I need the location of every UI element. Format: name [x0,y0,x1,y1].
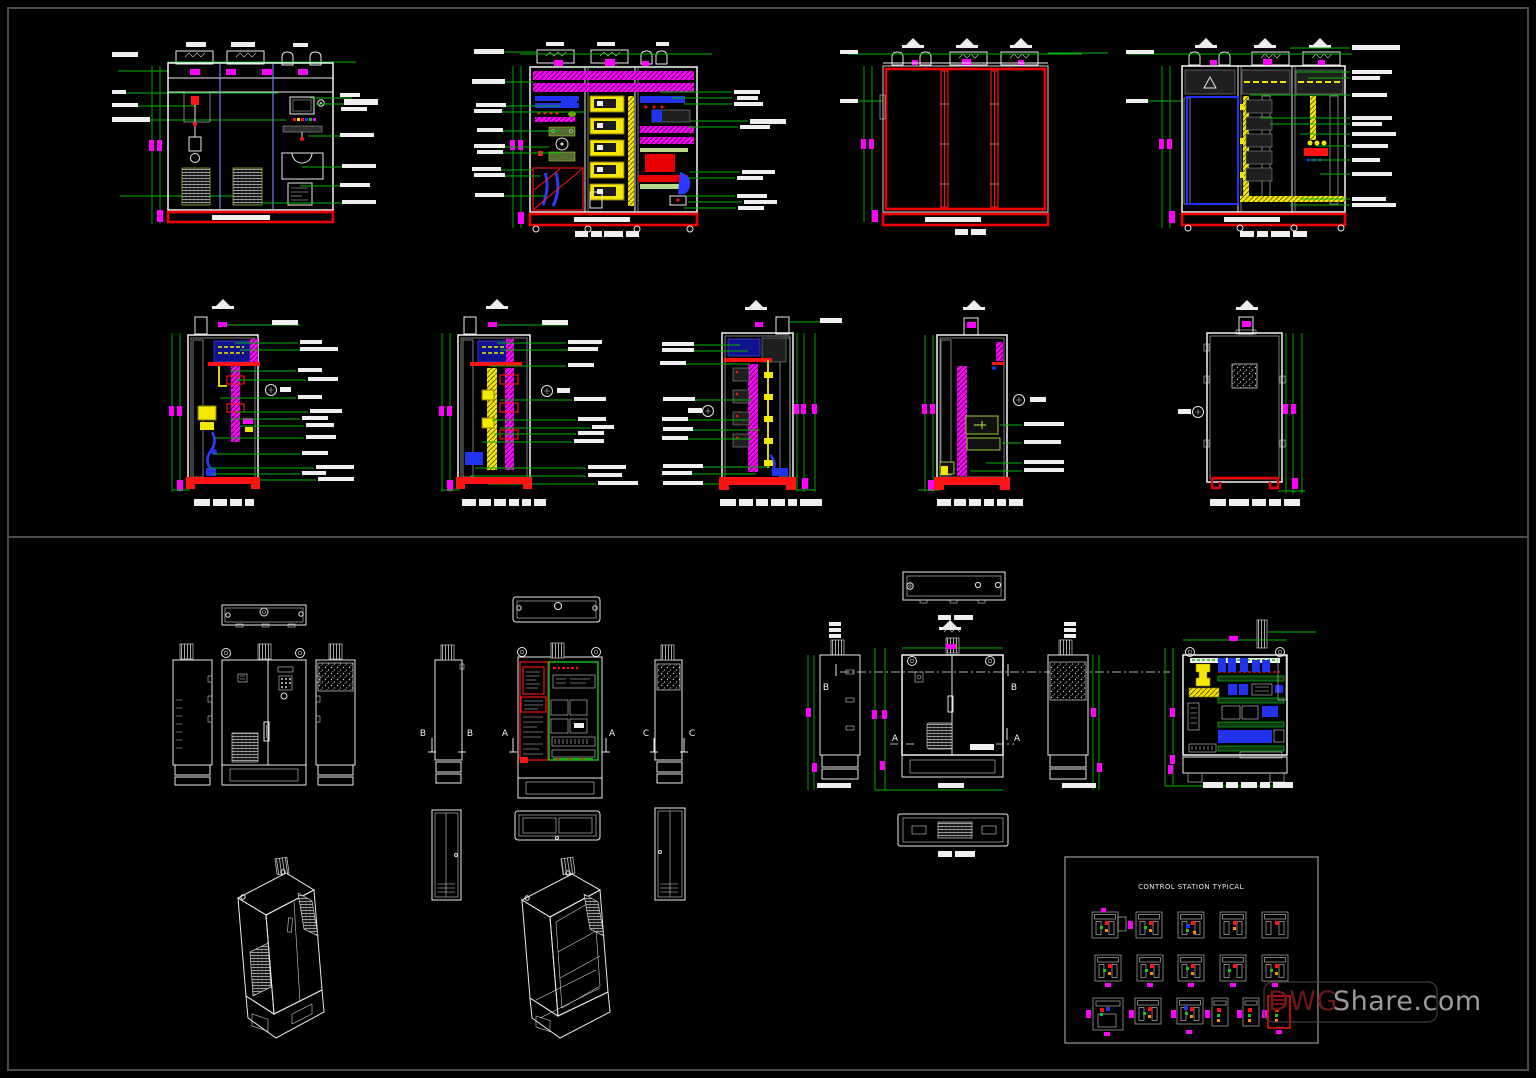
section-letter-b2-left: B [823,683,829,693]
view-front-elevation [112,42,378,224]
isometric-view-closed [236,856,325,1039]
cover-top-view [514,810,601,841]
door-panel-small-1 [431,809,462,901]
watermark-suffix: Share.com [1333,986,1482,1017]
section-letter-a-left: A [502,729,509,739]
door-panel-small-2 [654,807,686,901]
watermark-box [1263,981,1438,1023]
view-rear-interior [1126,38,1400,237]
interior-layout-view [1164,619,1316,788]
control-station-title: CONTROL STATION TYPICAL [1138,883,1244,891]
section-letter-b-left: B [420,729,426,739]
section-letter-a2-left: A [892,734,899,744]
section-view-3 [660,300,842,506]
section-letter-a2-right: A [1014,734,1021,744]
section-view-1 [169,299,354,506]
cabinet-orthographic-views-right: B B A A [806,571,1170,791]
cabinet-orthographic-views-left [172,604,356,786]
cabinet-orthographic-views-middle: B B A A C C [420,596,695,799]
watermark-prefix: DWG [1268,986,1338,1017]
sheet-border [7,7,1529,1071]
enclosure-bottom-view [897,813,1009,857]
section-letter-b2-right: B [1011,683,1017,693]
view-interior-elevation [472,42,786,237]
section-letter-b-right: B [467,729,473,739]
view-rear-elevation [840,38,1108,235]
section-letter-c-right: C [689,729,695,739]
watermark: DWG Share.com [1263,981,1482,1023]
control-station-panel: CONTROL STATION TYPICAL [1064,856,1319,1044]
isometric-view-open [520,856,611,1039]
section-view-4 [918,300,1064,506]
section-letter-c-left: C [643,729,649,739]
section-view-2 [439,299,638,506]
section-letter-a-right: A [609,729,616,739]
door-panel-view [1178,300,1305,506]
